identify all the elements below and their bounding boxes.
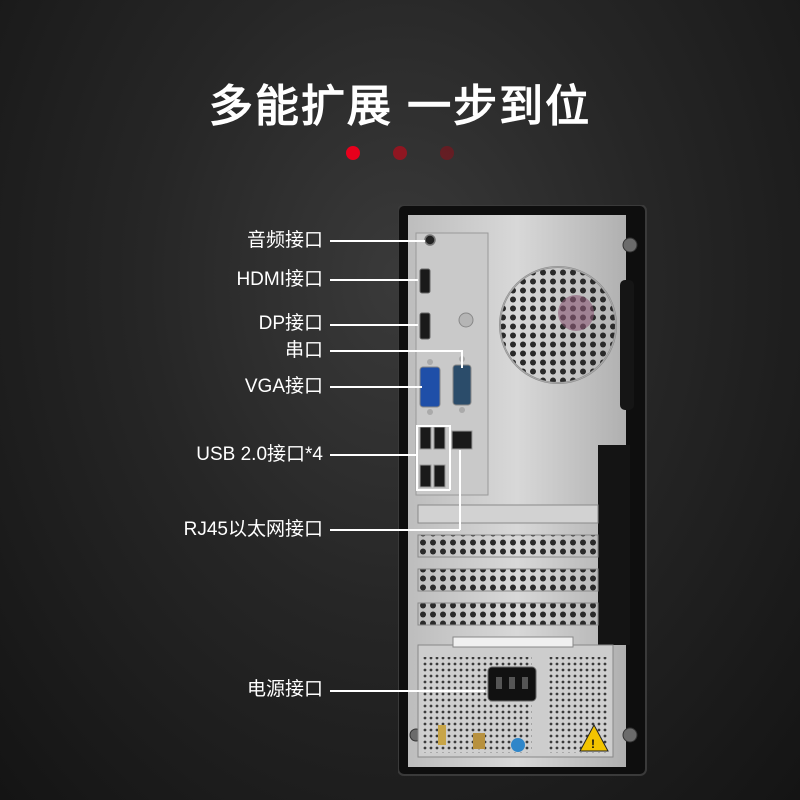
usb-port (419, 426, 432, 450)
expansion-slots (417, 504, 599, 626)
indicator-dots (0, 146, 800, 162)
callout-hdmi: HDMI接口 (180, 268, 323, 292)
callout-vga-line (330, 386, 422, 388)
callout-audio-line (330, 240, 425, 242)
callout-rj45: RJ45以太网接口 (120, 518, 323, 542)
pc-rear-panel-illustration: ! (398, 205, 647, 776)
svg-text:!: ! (591, 737, 595, 751)
rj45-port (451, 430, 473, 450)
callout-serial-line (330, 350, 462, 352)
callout-usb-bracket-right (449, 425, 451, 490)
callout-usb-bracket-bottom (416, 489, 450, 491)
indicator-dot (440, 146, 454, 160)
callout-usb-bracket (416, 425, 418, 490)
callout-usb: USB 2.0接口*4 (120, 443, 323, 467)
indicator-dot-active (346, 146, 360, 160)
callout-rj45-line-v (459, 450, 461, 530)
callout-power: 电源接口 (180, 678, 323, 702)
callout-audio: 音频接口 (180, 229, 323, 253)
callout-vga-label: VGA接口 (244, 376, 323, 397)
callout-audio-label: 音频接口 (246, 230, 323, 251)
warning-label (579, 723, 609, 752)
usb-port (433, 464, 446, 488)
callout-serial-line-v (461, 350, 463, 368)
callout-power-label: 电源接口 (246, 679, 323, 700)
usb-port (419, 464, 432, 488)
callout-rj45-line (330, 529, 460, 531)
page-title: 多能扩展 一步到位 (208, 82, 592, 131)
serial-port (452, 364, 472, 406)
callout-vga: VGA接口 (180, 375, 323, 399)
callout-dp-line (330, 324, 418, 326)
vga-port (419, 366, 441, 408)
callout-dp-label: DP接口 (258, 313, 323, 334)
callout-usb-line (330, 454, 416, 456)
callout-hdmi-line (330, 279, 418, 281)
callout-serial: 串口 (180, 339, 323, 363)
callout-dp: DP接口 (180, 312, 323, 336)
callout-rj45-label: RJ45以太网接口 (183, 519, 323, 540)
indicator-dot (393, 146, 407, 160)
callout-usb-bracket-top (416, 425, 450, 427)
usb-port (433, 426, 446, 450)
dp-port (419, 312, 431, 340)
hdmi-port (419, 268, 431, 294)
callout-hdmi-label: HDMI接口 (236, 269, 323, 290)
audio-jack (424, 234, 436, 246)
callout-serial-label: 串口 (284, 340, 323, 361)
fan-grill (499, 266, 617, 384)
callout-power-line (330, 690, 485, 692)
callout-usb-label: USB 2.0接口*4 (196, 444, 323, 465)
